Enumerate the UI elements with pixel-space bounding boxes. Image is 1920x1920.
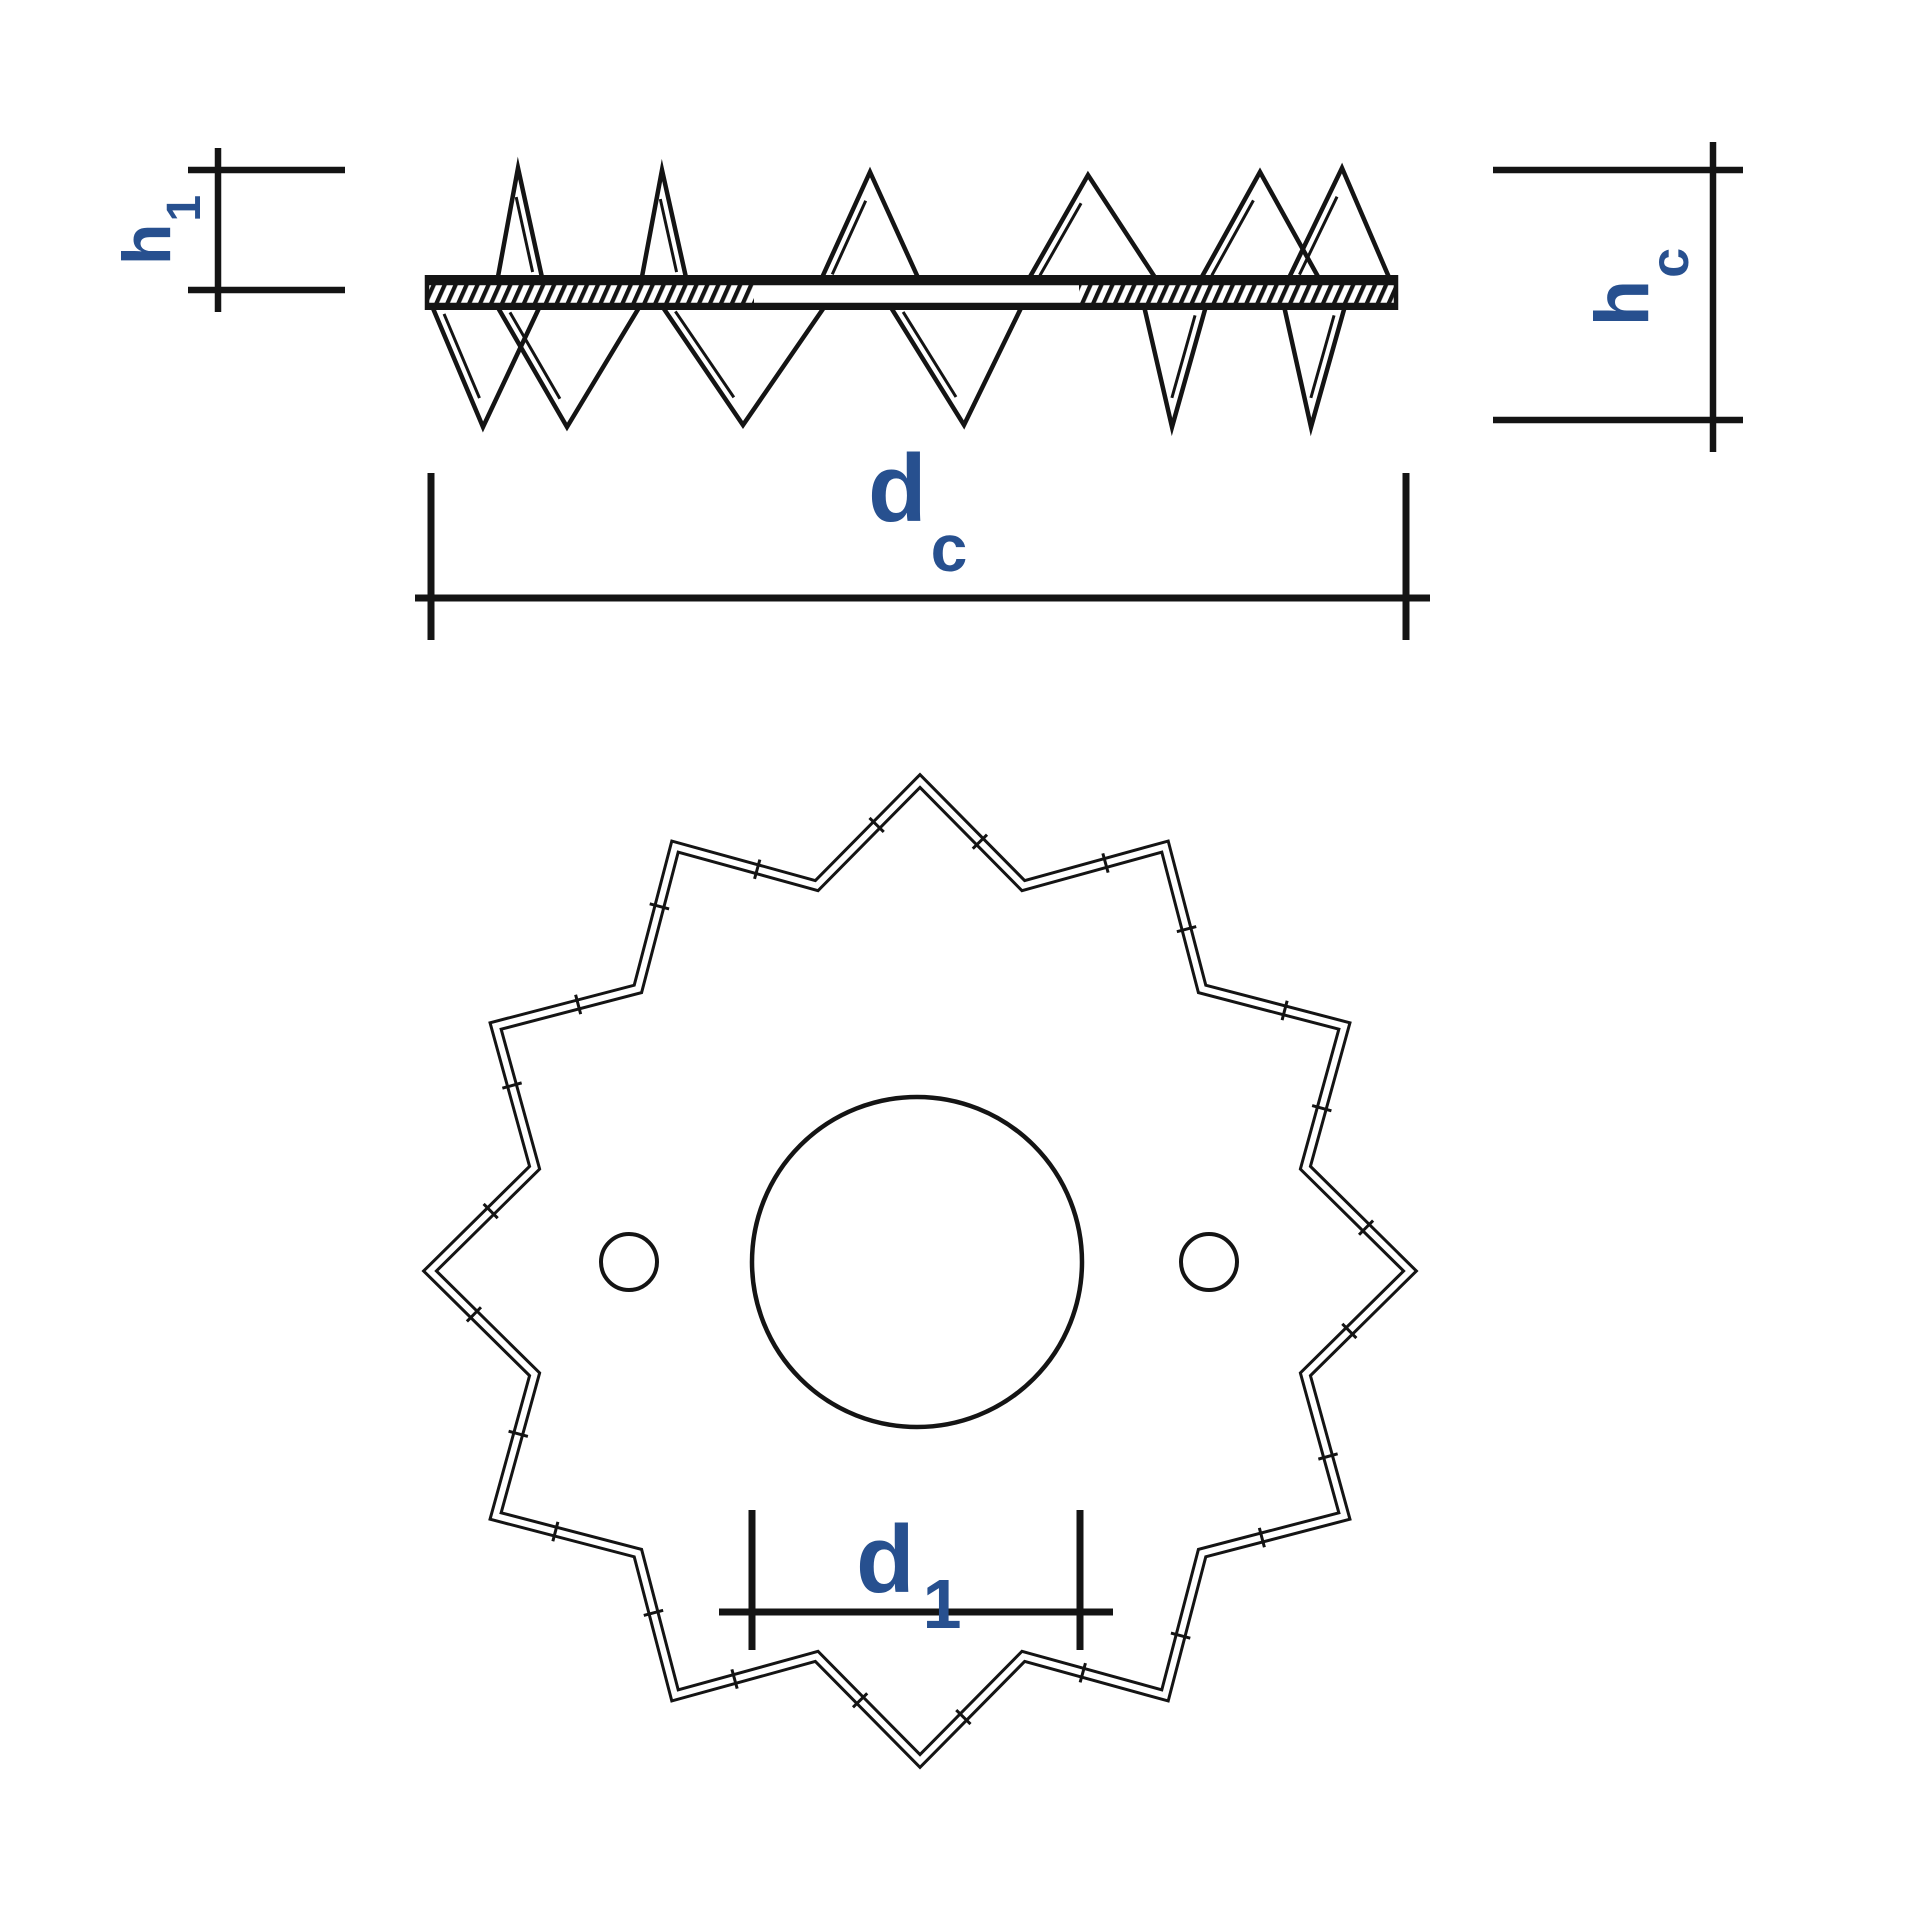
edge-tick <box>465 1306 483 1323</box>
tooth-down <box>1141 305 1209 437</box>
edge-tick <box>501 1081 523 1090</box>
nail-hole-left <box>599 1232 659 1292</box>
edge-tick <box>508 1429 529 1438</box>
edge-tick <box>1311 1104 1332 1113</box>
tooth-up <box>1284 162 1394 283</box>
edge-tick <box>1357 1219 1375 1236</box>
edge-tick <box>868 816 885 834</box>
edge-tick <box>1078 1662 1087 1683</box>
tooth-up <box>817 166 923 283</box>
edge-tick <box>971 833 989 850</box>
tooth-up-inner-edge <box>830 200 868 276</box>
tooth-down-inner-edge <box>442 313 481 399</box>
edge-tick <box>955 1708 972 1726</box>
label-h1-base: h <box>109 224 185 266</box>
label-h1-sub: 1 <box>158 195 211 222</box>
label-hc-base: h <box>1580 280 1665 326</box>
label-hc-sub: c <box>1640 248 1700 278</box>
tooth-down <box>495 304 642 432</box>
star-outline-inner <box>425 776 1415 1766</box>
edge-tick <box>1176 925 1197 934</box>
edge-break-ticks <box>465 816 1375 1726</box>
label-hc: hc <box>1580 248 1700 326</box>
tooth-up <box>494 156 546 283</box>
plate-hatch-left <box>428 284 754 305</box>
label-dc-sub: c <box>931 511 968 585</box>
tooth-up <box>1197 167 1323 284</box>
tooth-down-inner-edge <box>674 310 736 399</box>
upper-teeth <box>494 156 1394 284</box>
edge-tick <box>1170 1631 1191 1640</box>
tooth-up-inner-edge <box>1298 196 1339 276</box>
lower-teeth <box>429 304 1348 437</box>
dim-dc: dc <box>415 435 1430 640</box>
label-h1: h1 <box>109 195 211 265</box>
tooth-down <box>1281 305 1348 437</box>
dim-h1: h1 <box>109 148 345 312</box>
side-view <box>424 156 1399 437</box>
edge-tick <box>574 994 583 1015</box>
center-bolt-hole <box>749 1094 1085 1430</box>
tooth-up-inner-edge <box>1038 202 1083 277</box>
nail-hole-right <box>1179 1232 1239 1292</box>
tooth-up-inner-edge <box>1210 199 1255 277</box>
tooth-up <box>638 158 690 283</box>
tooth-down-inner-edge <box>508 311 562 400</box>
edge-tick <box>753 859 762 880</box>
edge-tick <box>643 1608 664 1617</box>
label-hc-rotated: hc <box>1580 248 1700 326</box>
edge-tick <box>1257 1527 1266 1548</box>
label-dc-base: d <box>868 435 927 542</box>
edge-tick <box>1341 1322 1358 1340</box>
tooth-down-inner-edge <box>901 311 958 398</box>
edge-tick <box>649 902 670 911</box>
edge-tick <box>1280 1000 1289 1021</box>
tooth-down-inner-edge <box>1309 314 1336 399</box>
tooth-down <box>888 304 1025 430</box>
label-d1-sub: 1 <box>923 1565 962 1643</box>
tooth-up-inner-edge <box>514 196 535 273</box>
plate-hatch-right <box>1079 284 1395 305</box>
edge-tick <box>730 1668 739 1690</box>
dim-hc: hc <box>1493 142 1743 452</box>
plate-section <box>424 275 1399 310</box>
plan-view <box>421 772 1419 1770</box>
edge-tick <box>482 1202 499 1220</box>
label-dc: dc <box>868 435 967 585</box>
label-h1-rotated: h1 <box>109 195 211 265</box>
edge-tick <box>1101 852 1110 874</box>
tooth-up-inner-edge <box>658 198 679 273</box>
edge-tick <box>851 1692 869 1709</box>
tooth-down-inner-edge <box>1170 314 1197 399</box>
edge-tick <box>551 1521 560 1542</box>
tooth-up <box>1025 170 1160 284</box>
tooth-down <box>660 304 827 429</box>
edge-tick <box>1317 1452 1339 1461</box>
label-d1-base: d <box>856 1506 915 1613</box>
